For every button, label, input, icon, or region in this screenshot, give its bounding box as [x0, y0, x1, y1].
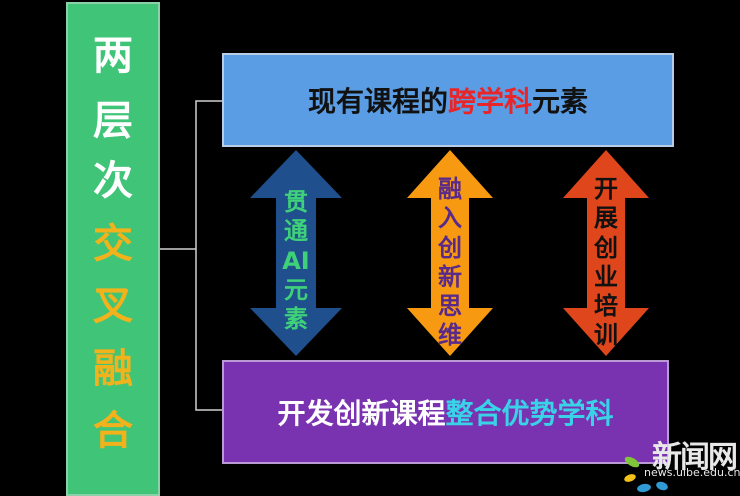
- bottom-box-highlight: 整合优势学科: [445, 397, 614, 430]
- bottom-box-new-courses: 开发创新课程整合优势学科: [222, 360, 669, 464]
- title-char-7: 合: [93, 408, 133, 454]
- arrow-innovation: [407, 150, 493, 356]
- bottom-box-text: 开发创新课程整合优势学科: [277, 397, 614, 430]
- arrow-entrepreneurship-label: 开展创业培训: [594, 175, 618, 350]
- top-box-highlight: 跨学科: [447, 85, 532, 118]
- title-char-6: 融: [93, 346, 133, 392]
- left-title-box: 两 层 次 交 叉 融 合: [66, 2, 160, 496]
- watermark-url: news.uibe.edu.cn: [644, 466, 740, 479]
- top-box-text: 现有课程的跨学科元素: [307, 85, 589, 118]
- title-char-3: 次: [93, 158, 133, 204]
- watermark-title: 新闻网: [652, 440, 738, 475]
- arrow-ai: [250, 150, 342, 356]
- title-char-1: 两: [93, 33, 133, 79]
- arrow-innovation-label: 融入创新思维: [438, 175, 462, 350]
- title-char-5: 叉: [93, 283, 133, 329]
- top-box-existing-courses: 现有课程的跨学科元素: [222, 53, 674, 147]
- title-char-4: 交: [93, 221, 133, 267]
- title-char-2: 层: [93, 98, 133, 144]
- leaf-logo-icon: [624, 456, 668, 493]
- arrow-entrepreneurship: [563, 150, 649, 356]
